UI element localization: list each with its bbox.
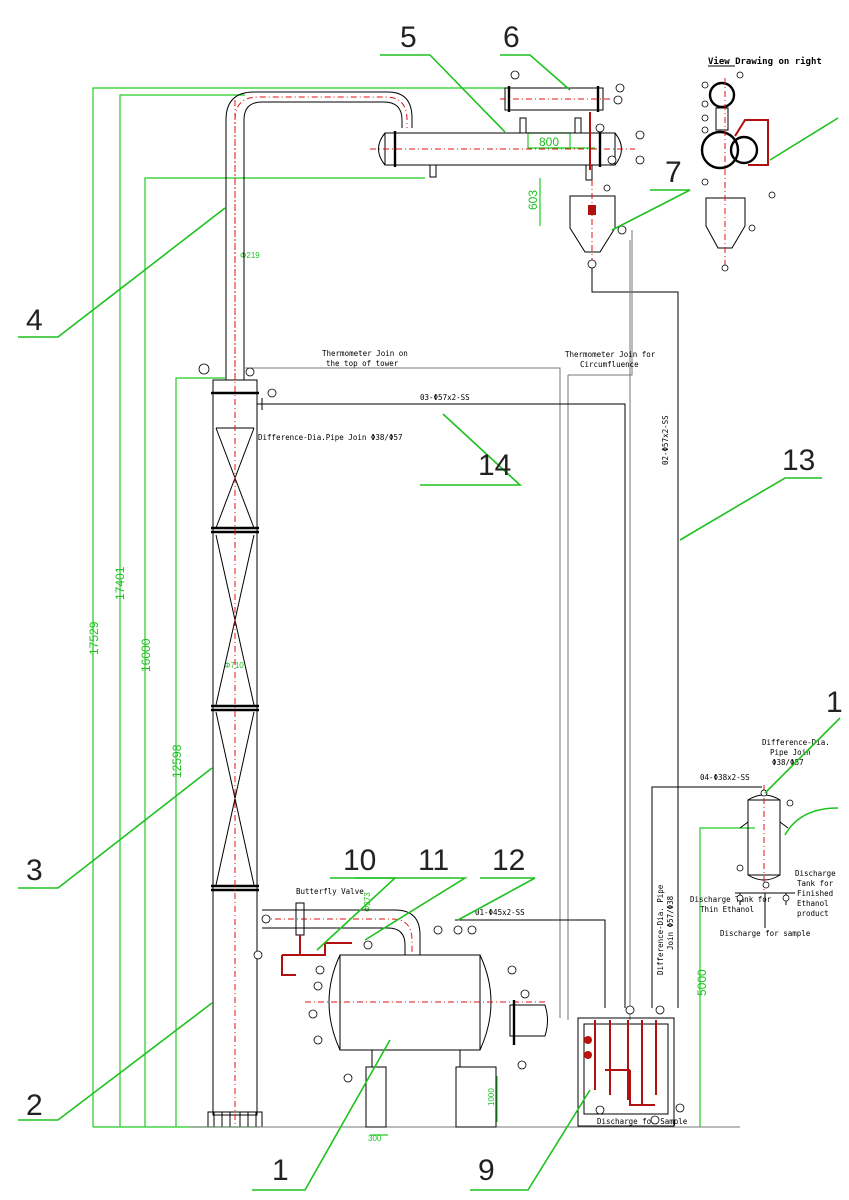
pipe-04-label: 04-Φ38x2-SS	[700, 773, 750, 782]
dim-603: 603	[526, 190, 540, 210]
discharge-finished-2: Tank for	[797, 879, 834, 888]
right-detail-view: View Drawing on right	[700, 56, 822, 272]
thermo-top-line2: the top of tower	[326, 359, 399, 368]
dim-17401: 17401	[113, 566, 127, 600]
callout-1: 1	[272, 1154, 289, 1187]
discharge-sample: Discharge for sample	[720, 929, 811, 938]
discharge-finished-3: Finished	[797, 889, 833, 898]
instrument-lines	[245, 230, 762, 1020]
small-condenser	[500, 70, 645, 170]
thermo-top-line1: Thermometer Join on	[322, 349, 408, 358]
diff-pipe-join-label: Difference-Dia.Pipe Join Φ38/Φ57	[258, 433, 403, 442]
dim-bend-273: Φ273	[363, 892, 372, 912]
discharge-finished-1: Discharge	[795, 869, 836, 878]
callout-5: 5	[400, 21, 417, 54]
dim-16000: 16000	[139, 638, 153, 672]
diff-pipe-vertical-1: Difference-Dia. Pipe	[656, 884, 665, 975]
callout-14: 14	[478, 449, 511, 482]
callout-2: 2	[26, 1089, 43, 1122]
callout-11: 11	[418, 844, 449, 877]
callout-10: 10	[343, 844, 376, 877]
reboiler	[305, 925, 548, 1128]
column-nodes	[198, 363, 277, 410]
dim-base-1000: 1000	[487, 1088, 496, 1106]
diff-pipe-right-3: Φ38/Φ57	[772, 758, 804, 767]
butterfly-label: Butterfly Valve	[296, 887, 364, 896]
callout-3: 3	[26, 854, 43, 887]
callout-6: 6	[503, 21, 520, 54]
dimension-texts: 17529 17401 16000 12598 5000 800 603 Φ21…	[87, 135, 709, 1143]
callout-numbers: 1 2 3 4 5 6 7 9 10 11 12 13 14 1	[26, 21, 843, 1187]
vapor-pipe	[225, 91, 413, 380]
dim-800: 800	[539, 135, 559, 149]
dim-17529: 17529	[87, 621, 101, 655]
separator	[569, 180, 679, 1008]
pipe-02-label: 02-Φ57x2-SS	[661, 415, 670, 465]
discharge-finished-4: Ethanol	[797, 899, 829, 908]
diff-pipe-right-1: Difference-Dia.	[762, 738, 830, 747]
dim-base-300: 300	[368, 1134, 382, 1143]
dim-col-710: Φ710	[224, 661, 244, 670]
view-drawing-title: View Drawing on right	[708, 56, 822, 67]
callout-4: 4	[26, 304, 43, 337]
callout-9: 9	[478, 1154, 495, 1187]
callout-12: 12	[492, 844, 525, 877]
dim-pipe-219: Φ219	[240, 251, 260, 260]
diff-pipe-vertical-2: Join Φ57/Φ38	[666, 895, 675, 950]
thermo-circ-line1: Thermometer Join for	[565, 350, 656, 359]
instrument-labels: Thermometer Join on the top of tower The…	[258, 349, 836, 1126]
distillation-column	[190, 100, 740, 1128]
pipe-01-label: 01-Φ45x2-SS	[475, 908, 525, 917]
discharge-thin-2: Thin Ethanol	[700, 905, 754, 914]
condenser	[370, 117, 635, 181]
callout-7: 7	[665, 156, 682, 189]
thermo-circ-line2: Circumfluence	[580, 360, 639, 369]
dim-5000: 5000	[695, 969, 709, 996]
dim-12598: 12598	[170, 744, 184, 778]
diff-pipe-right-2: Pipe Join	[770, 748, 811, 757]
dimension-lines	[92, 87, 755, 1136]
callout-13: 13	[782, 444, 815, 477]
leader-lines	[18, 54, 841, 1191]
discharge-thin-1: Discharge Tank for	[690, 895, 772, 904]
discharge-sample-bottom: Discharge for Sample	[597, 1117, 688, 1126]
callout-1-right: 1	[826, 686, 843, 719]
discharge-finished-5: product	[797, 909, 829, 918]
reboiler-return-pipe	[253, 902, 421, 976]
flowmeter-skid	[577, 1005, 685, 1127]
receiver-tank	[735, 785, 795, 928]
pipe-03-label: 03-Φ57x2-SS	[420, 393, 470, 402]
